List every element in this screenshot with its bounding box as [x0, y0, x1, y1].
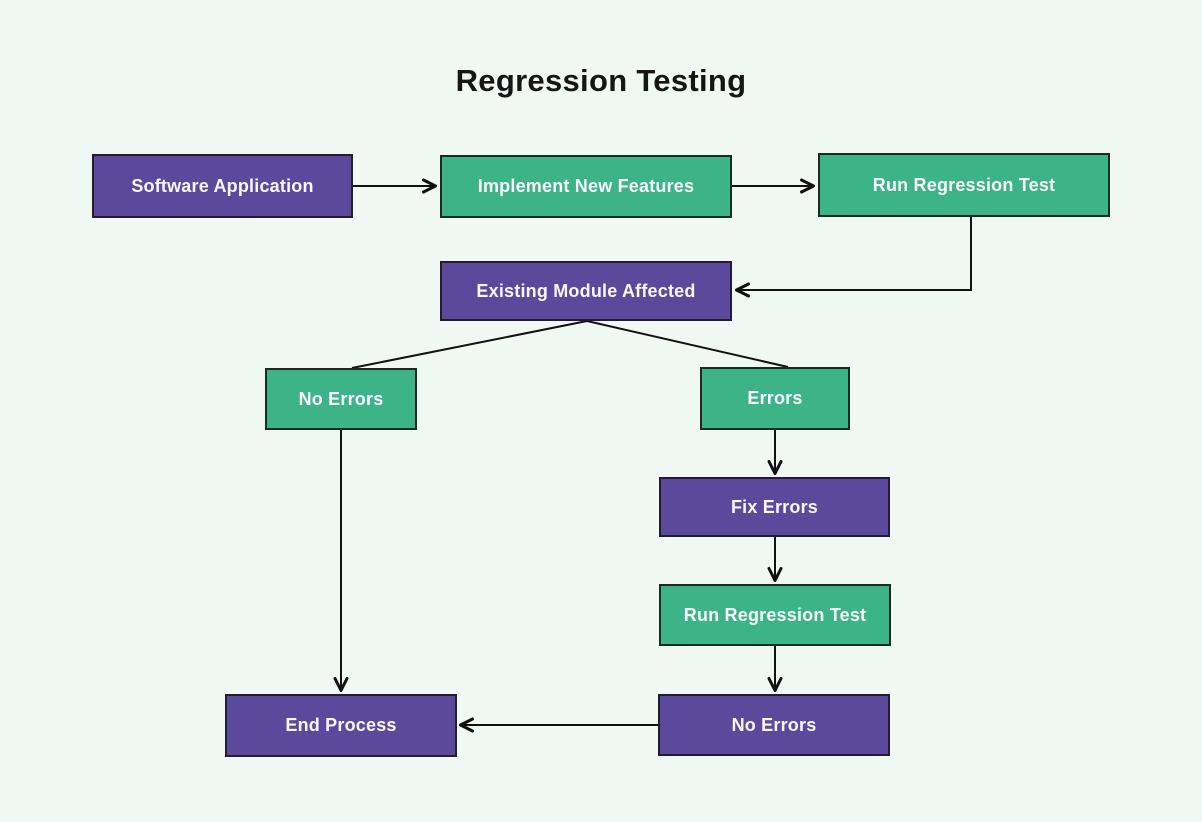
diagram-title: Regression Testing	[455, 63, 747, 98]
node-software-application: Software Application	[92, 154, 353, 218]
node-no-errors-right: No Errors	[658, 694, 890, 756]
node-no-errors-left: No Errors	[265, 368, 417, 430]
node-end-process: End Process	[225, 694, 457, 757]
node-run-regression-test-loop: Run Regression Test	[659, 584, 891, 646]
node-run-regression-test-top: Run Regression Test	[818, 153, 1110, 217]
node-existing-module-affected: Existing Module Affected	[440, 261, 732, 321]
node-errors: Errors	[700, 367, 850, 430]
node-fix-errors: Fix Errors	[659, 477, 890, 537]
node-implement-new-features: Implement New Features	[440, 155, 732, 218]
